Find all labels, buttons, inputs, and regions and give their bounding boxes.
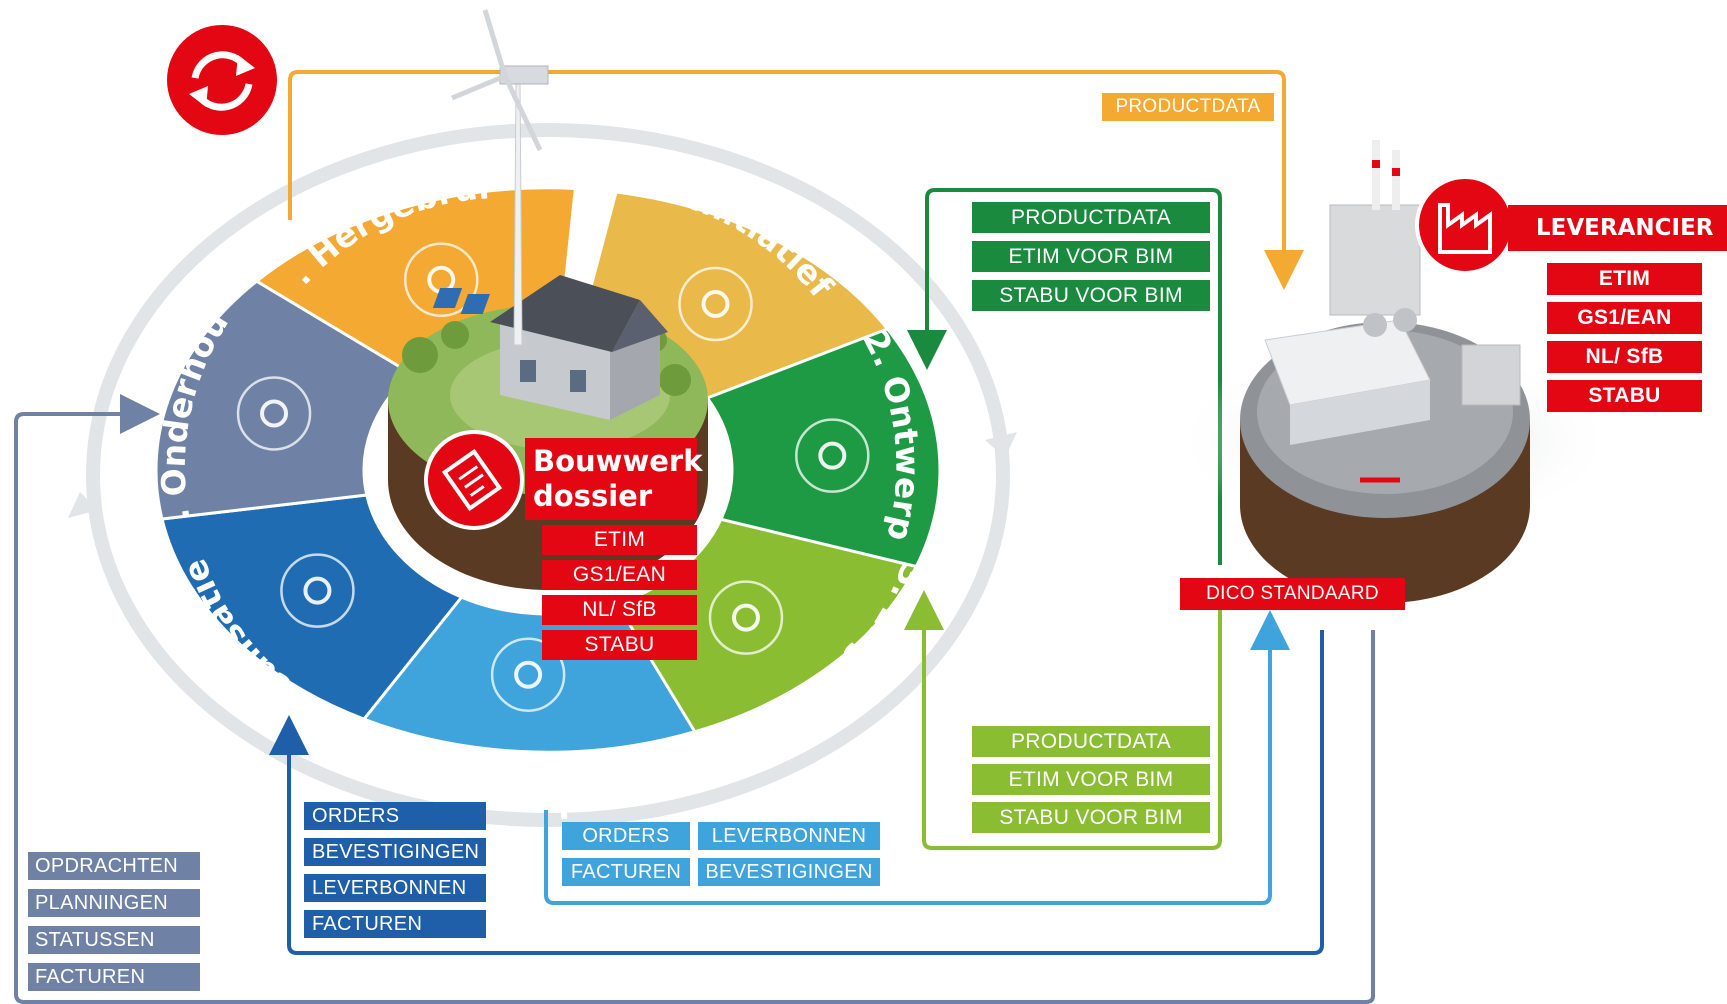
onderhoud-tag: STATUSSEN <box>28 926 200 954</box>
gear-icon-glyph <box>731 603 760 632</box>
supplier-tag: NL/ SfB <box>1547 341 1702 373</box>
trowel-icon-glyph <box>303 576 332 605</box>
phase-segment-onderhoud[interactable] <box>154 279 414 521</box>
dossier-tag: ETIM <box>542 525 697 555</box>
lightbulb-icon <box>678 266 753 342</box>
design-tag: PRODUCTDATA <box>972 202 1210 233</box>
flow-line-engineering <box>904 590 1222 850</box>
phase-segment-ontwerp[interactable] <box>704 327 942 578</box>
trowel-icon <box>280 553 355 628</box>
supplier-tag: ETIM <box>1547 263 1702 295</box>
dossier-title-line2: dossier <box>533 479 653 513</box>
refresh-icon[interactable] <box>167 25 277 135</box>
lightbulb-icon-glyph <box>701 289 730 318</box>
supplier-tag: GS1/EAN <box>1547 302 1702 334</box>
productdata-tag-top: PRODUCTDATA <box>1102 93 1274 121</box>
flow-line-voorbereiding <box>544 610 1290 905</box>
wind-turbine <box>451 9 549 346</box>
pencil-icon-glyph <box>818 441 847 470</box>
house <box>432 275 668 420</box>
realisatie-tag: BEVESTIGINGEN <box>304 838 486 866</box>
phase-segment-realisatie[interactable] <box>160 493 465 721</box>
factory-building <box>1264 140 1521 483</box>
shovel-icon <box>490 637 566 712</box>
supplier-factory-island <box>1170 140 1620 603</box>
voorbereiding-tag: LEVERBONNEN <box>698 822 880 850</box>
document-icon <box>424 430 524 530</box>
flow-line-ontwerp <box>907 188 1222 565</box>
realisatie-tag: FACTUREN <box>304 910 486 938</box>
factory-icon <box>1415 175 1515 275</box>
realisatie-tag: ORDERS <box>304 802 486 830</box>
dossier-tag: NL/ SfB <box>542 595 697 625</box>
screwdriver-icon <box>236 376 312 451</box>
flow-line-onderhoud <box>14 394 1375 1004</box>
dossier-title: Bouwwerk dossier <box>525 438 703 520</box>
dossier-tag: GS1/EAN <box>542 560 697 590</box>
flow-line-realisatie <box>269 630 1324 955</box>
flow-line-productdata-hergebruik <box>288 70 1304 290</box>
hammer-icon <box>403 242 479 317</box>
dossier-tag: STABU <box>542 630 697 660</box>
screwdriver-icon-glyph <box>260 399 289 428</box>
tree <box>441 321 469 349</box>
design-tag: STABU VOOR BIM <box>972 280 1210 311</box>
engineering-tag: ETIM VOOR BIM <box>972 764 1210 795</box>
cycle-arrowhead-right <box>985 432 1017 458</box>
voorbereiding-tag: BEVESTIGINGEN <box>698 858 880 886</box>
design-tag: ETIM VOOR BIM <box>972 241 1210 272</box>
supplier-title: LEVERANCIER <box>1508 205 1727 251</box>
dico-standaard-tag: DICO STANDAARD <box>1180 578 1405 610</box>
pencil-icon <box>795 418 870 493</box>
voorbereiding-tag: ORDERS <box>562 822 690 850</box>
onderhoud-tag: OPDRACHTEN <box>28 852 200 880</box>
engineering-tag: STABU VOOR BIM <box>972 802 1210 833</box>
onderhoud-tag: PLANNINGEN <box>28 889 200 917</box>
realisatie-tag: LEVERBONNEN <box>304 874 486 902</box>
engineering-tag: PRODUCTDATA <box>972 726 1210 757</box>
cycle-arrowhead-left <box>68 492 98 518</box>
gear-icon <box>708 580 784 655</box>
shovel-icon-glyph <box>514 660 543 689</box>
dossier-title-line1: Bouwwerk <box>533 444 703 478</box>
voorbereiding-tag: FACTUREN <box>562 858 690 886</box>
onderhoud-tag: FACTUREN <box>28 963 200 991</box>
tree <box>402 337 438 373</box>
tree <box>659 364 691 396</box>
supplier-tag: STABU <box>1547 380 1702 412</box>
